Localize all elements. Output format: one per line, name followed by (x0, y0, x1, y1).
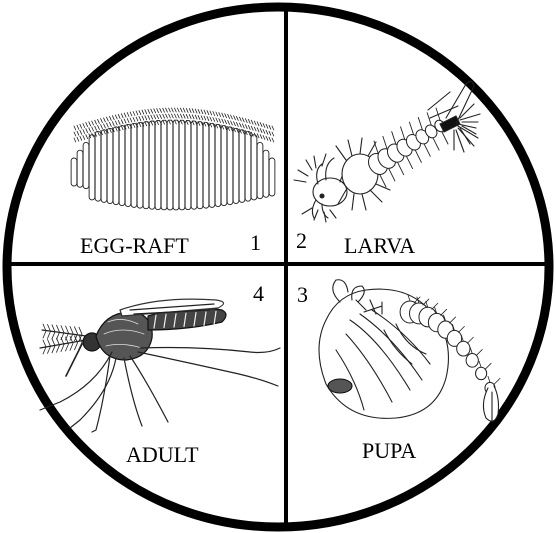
stage-number-3: 3 (297, 282, 308, 307)
egg-raft-label: EGG-RAFT (80, 233, 189, 258)
stage-number-4: 4 (253, 281, 264, 306)
mosquito-icon (40, 299, 280, 432)
stage-number-2: 2 (296, 228, 307, 253)
pupa-icon (319, 280, 500, 422)
egg-raft-icon (71, 108, 275, 210)
stage-number-1: 1 (250, 230, 261, 255)
outer-circle (7, 7, 549, 527)
adult-label: ADULT (126, 442, 199, 467)
larva-label: LARVA (344, 233, 415, 258)
larva-icon (294, 81, 480, 222)
pupa-label: PUPA (362, 438, 416, 463)
